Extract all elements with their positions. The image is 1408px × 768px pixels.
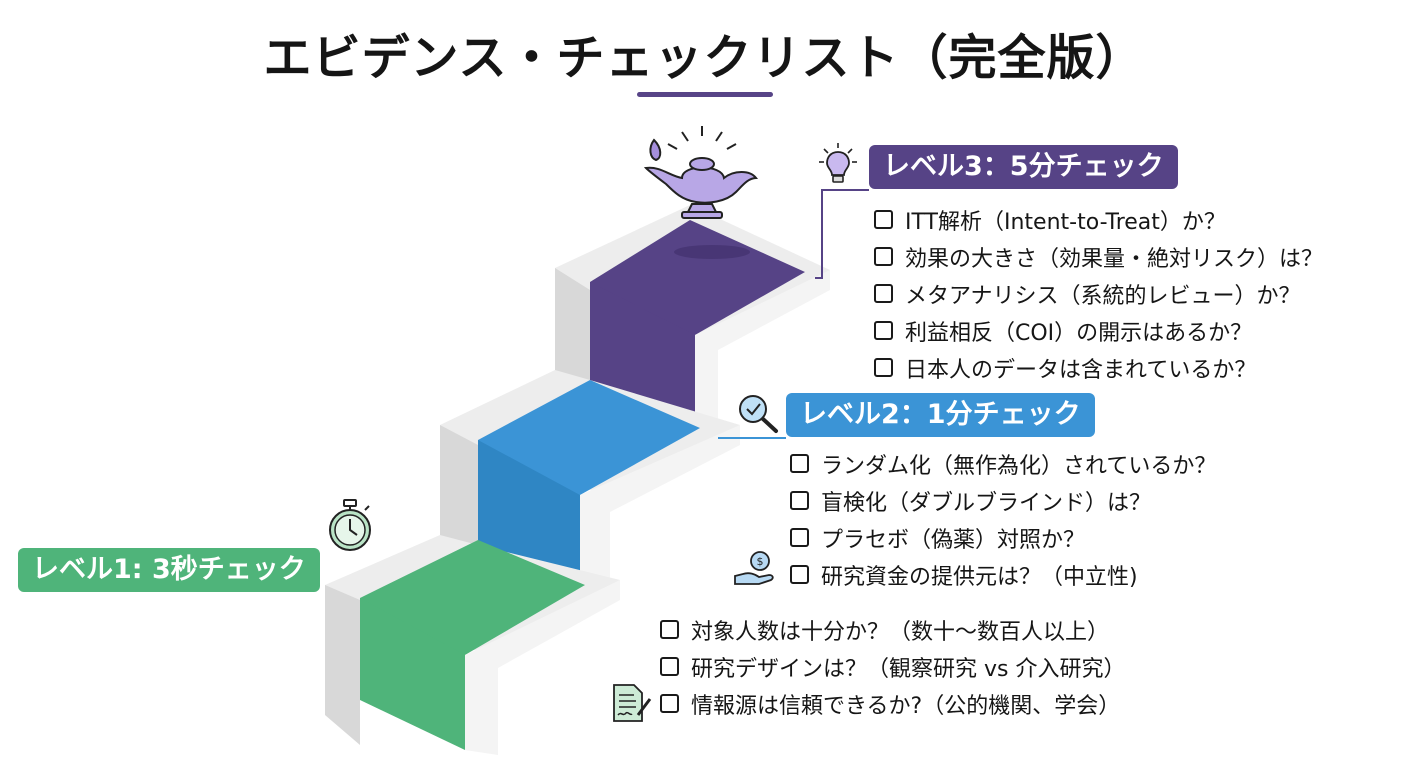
checklist-item[interactable]: 利益相反（COI）の開示はあるか？ (874, 312, 1323, 349)
checkbox[interactable] (874, 321, 893, 340)
step2-right-riser (580, 425, 740, 590)
svg-text:$: $ (757, 555, 764, 568)
level1-badge: レベル1: 3秒チェック (18, 548, 320, 592)
checklist-item-label: 対象人数は十分か？（数十〜数百人以上） (691, 619, 1110, 645)
checkbox[interactable] (790, 491, 809, 510)
checkbox[interactable] (660, 657, 679, 676)
level3-checklist: ITT解析（Intent-to-Treat）か？ 効果の大きさ（効果量・絶対リス… (874, 201, 1323, 386)
step3-right-riser (695, 270, 830, 428)
magnifier-check-icon (739, 395, 778, 433)
checkbox[interactable] (874, 210, 893, 229)
checklist-item-label: メタアナリシス（系統的レビュー）か？ (905, 283, 1301, 309)
checklist-item[interactable]: 日本人のデータは含まれているか？ (874, 349, 1323, 386)
checklist-item[interactable]: プラセボ（偽薬）対照か？ (790, 519, 1216, 556)
checkbox[interactable] (874, 284, 893, 303)
checklist-item-label: 日本人のデータは含まれているか？ (905, 357, 1257, 383)
level2-checklist: ランダム化（無作為化）されているか？ 盲検化（ダブルブラインド）は？ プラセボ（… (790, 445, 1216, 593)
checklist-item[interactable]: 盲検化（ダブルブラインド）は？ (790, 482, 1216, 519)
magic-lamp-icon (643, 126, 759, 219)
checklist-item-label: プラセボ（偽薬）対照か？ (821, 527, 1086, 553)
checklist-item-label: 研究デザインは？（観察研究 vs 介入研究） (691, 656, 1126, 682)
checklist-item[interactable]: 対象人数は十分か？（数十〜数百人以上） (660, 611, 1125, 648)
title-underline (637, 92, 773, 97)
checklist-item[interactable]: 研究資金の提供元は？（中立性) (790, 556, 1216, 593)
step3-carpet (590, 220, 805, 335)
step1-carpet-riser (360, 598, 465, 750)
checkbox[interactable] (660, 620, 679, 639)
step2-carpet (478, 380, 700, 495)
checklist-item[interactable]: メタアナリシス（系統的レビュー）か？ (874, 275, 1323, 312)
level3-badge: レベル3：5分チェック (869, 145, 1178, 189)
level1-checklist: 対象人数は十分か？（数十〜数百人以上） 研究デザインは？（観察研究 vs 介入研… (660, 611, 1125, 722)
document-signature-icon (613, 684, 652, 722)
lightbulb-icon (819, 143, 857, 183)
checklist-item-label: ITT解析（Intent-to-Treat）か？ (905, 209, 1226, 235)
money-hand-icon: $ (734, 551, 774, 585)
checklist-item-label: 情報源は信頼できるか?（公的機関、学会） (691, 693, 1121, 719)
checkbox[interactable] (790, 454, 809, 473)
checklist-item-label: ランダム化（無作為化）されているか？ (821, 453, 1217, 479)
checkbox[interactable] (874, 358, 893, 377)
checklist-item-label: 研究資金の提供元は？（中立性) (821, 564, 1138, 590)
checkbox[interactable] (790, 565, 809, 584)
page-title: エビデンス・チェックリスト（完全版） (263, 30, 1145, 86)
step1-right-riser (465, 580, 620, 755)
lamp-shadow (674, 245, 750, 259)
step1-side-face (325, 585, 360, 745)
stopwatch-icon (329, 499, 371, 551)
checklist-item[interactable]: 情報源は信頼できるか?（公的機関、学会） (660, 685, 1125, 722)
checklist-item[interactable]: 効果の大きさ（効果量・絶対リスク）は？ (874, 238, 1323, 275)
checklist-item[interactable]: ITT解析（Intent-to-Treat）か？ (874, 201, 1323, 238)
checkbox[interactable] (660, 694, 679, 713)
level3-connector (815, 189, 869, 279)
checklist-item-label: 利益相反（COI）の開示はあるか？ (905, 320, 1253, 346)
level2-badge: レベル2：1分チェック (786, 393, 1095, 437)
checklist-item-label: 盲検化（ダブルブラインド）は？ (821, 490, 1152, 516)
checklist-item[interactable]: ランダム化（無作為化）されているか？ (790, 445, 1216, 482)
checkbox[interactable] (874, 247, 893, 266)
checklist-item-label: 効果の大きさ（効果量・絶対リスク）は？ (905, 246, 1324, 272)
checklist-item[interactable]: 研究デザインは？（観察研究 vs 介入研究） (660, 648, 1125, 685)
step1-carpet (360, 540, 585, 655)
checkbox[interactable] (790, 528, 809, 547)
